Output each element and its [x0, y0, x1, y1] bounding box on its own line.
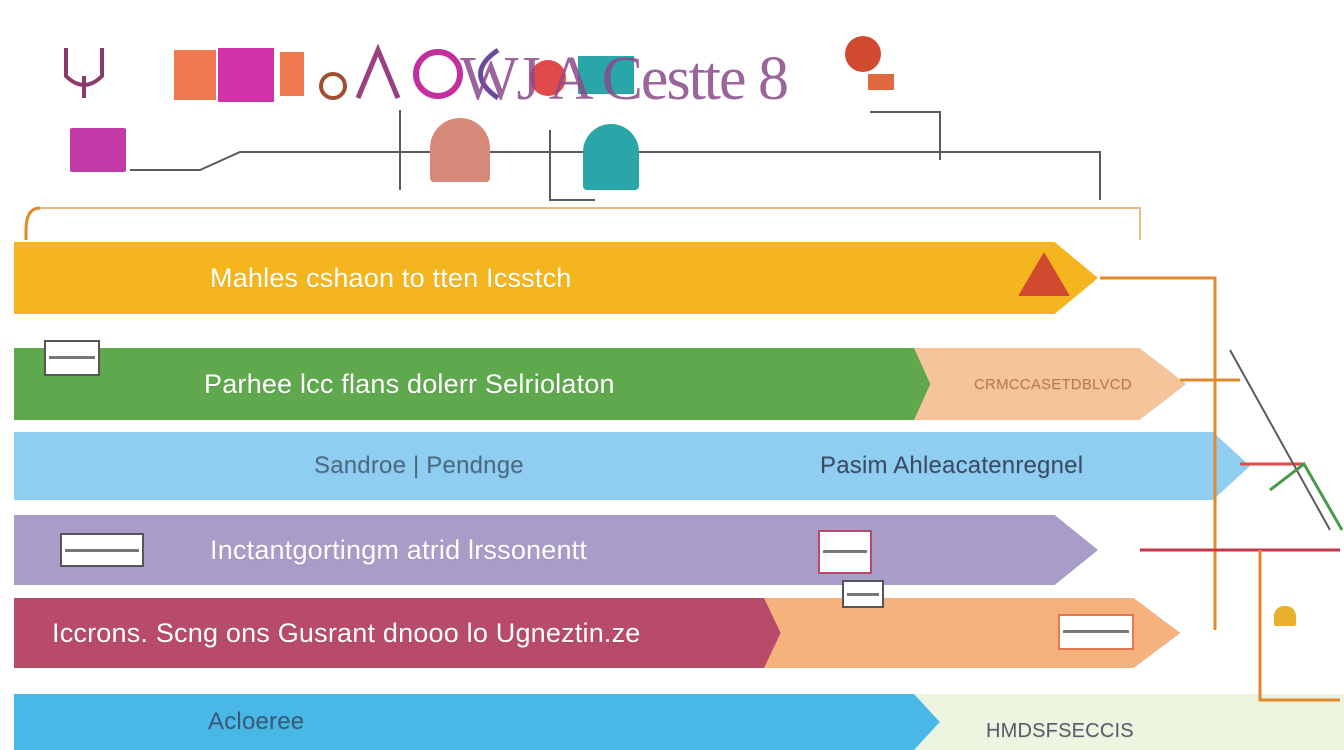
title-decoration	[64, 36, 894, 102]
band-3: Sandroe | Pendnge Pasim Ahleacatenregnel	[14, 432, 1250, 500]
page-title: WJ A Cestte 8	[460, 45, 789, 113]
right-connectors	[1100, 276, 1344, 702]
band-4: Inctantgortingm atrid lrssonentt	[14, 515, 1098, 585]
band-5: Iccrons. Scng ons Gusrant dnooo lo Ugnez…	[14, 598, 1180, 668]
band-5-label: Iccrons. Scng ons Gusrant dnooo lo Ugnez…	[52, 617, 641, 648]
connector-lines	[24, 110, 1141, 240]
document-icon	[818, 530, 872, 574]
band-6: Acloeree HMDSFSECCIS	[14, 694, 1344, 750]
band-1: Mahles cshaon to tten Icsstch	[14, 242, 1098, 314]
cart-icon	[70, 128, 126, 172]
laptop-icon	[44, 340, 100, 376]
band-2-right-label: CRMCCASETDBLVCD	[974, 375, 1132, 393]
box-icon	[842, 580, 884, 608]
document-icon-2	[1058, 614, 1134, 650]
band-2: Parhee lcc flans dolerr Selriolaton CRMC…	[14, 348, 1186, 420]
band-2-label: Parhee lcc flans dolerr Selriolaton	[204, 368, 615, 399]
band-4-label: Inctantgortingm atrid lrssonentt	[210, 534, 588, 565]
people-icon	[430, 118, 490, 182]
band-1-label: Mahles cshaon to tten Icsstch	[210, 262, 572, 293]
band-6-label: Acloeree	[208, 708, 305, 735]
bell-icon	[1274, 606, 1296, 626]
band-3-right-label: Pasim Ahleacatenregnel	[820, 452, 1084, 479]
title-area	[58, 36, 958, 116]
tablet-icon	[60, 533, 144, 567]
people-icon-2	[583, 124, 639, 190]
band-6-right-segment: HMDSFSECCIS	[914, 694, 1344, 750]
band-6-right-label: HMDSFSECCIS	[986, 719, 1134, 742]
band-3-label: Sandroe | Pendnge	[314, 452, 524, 479]
band-2-right-segment: CRMCCASETDBLVCD	[914, 348, 1186, 420]
